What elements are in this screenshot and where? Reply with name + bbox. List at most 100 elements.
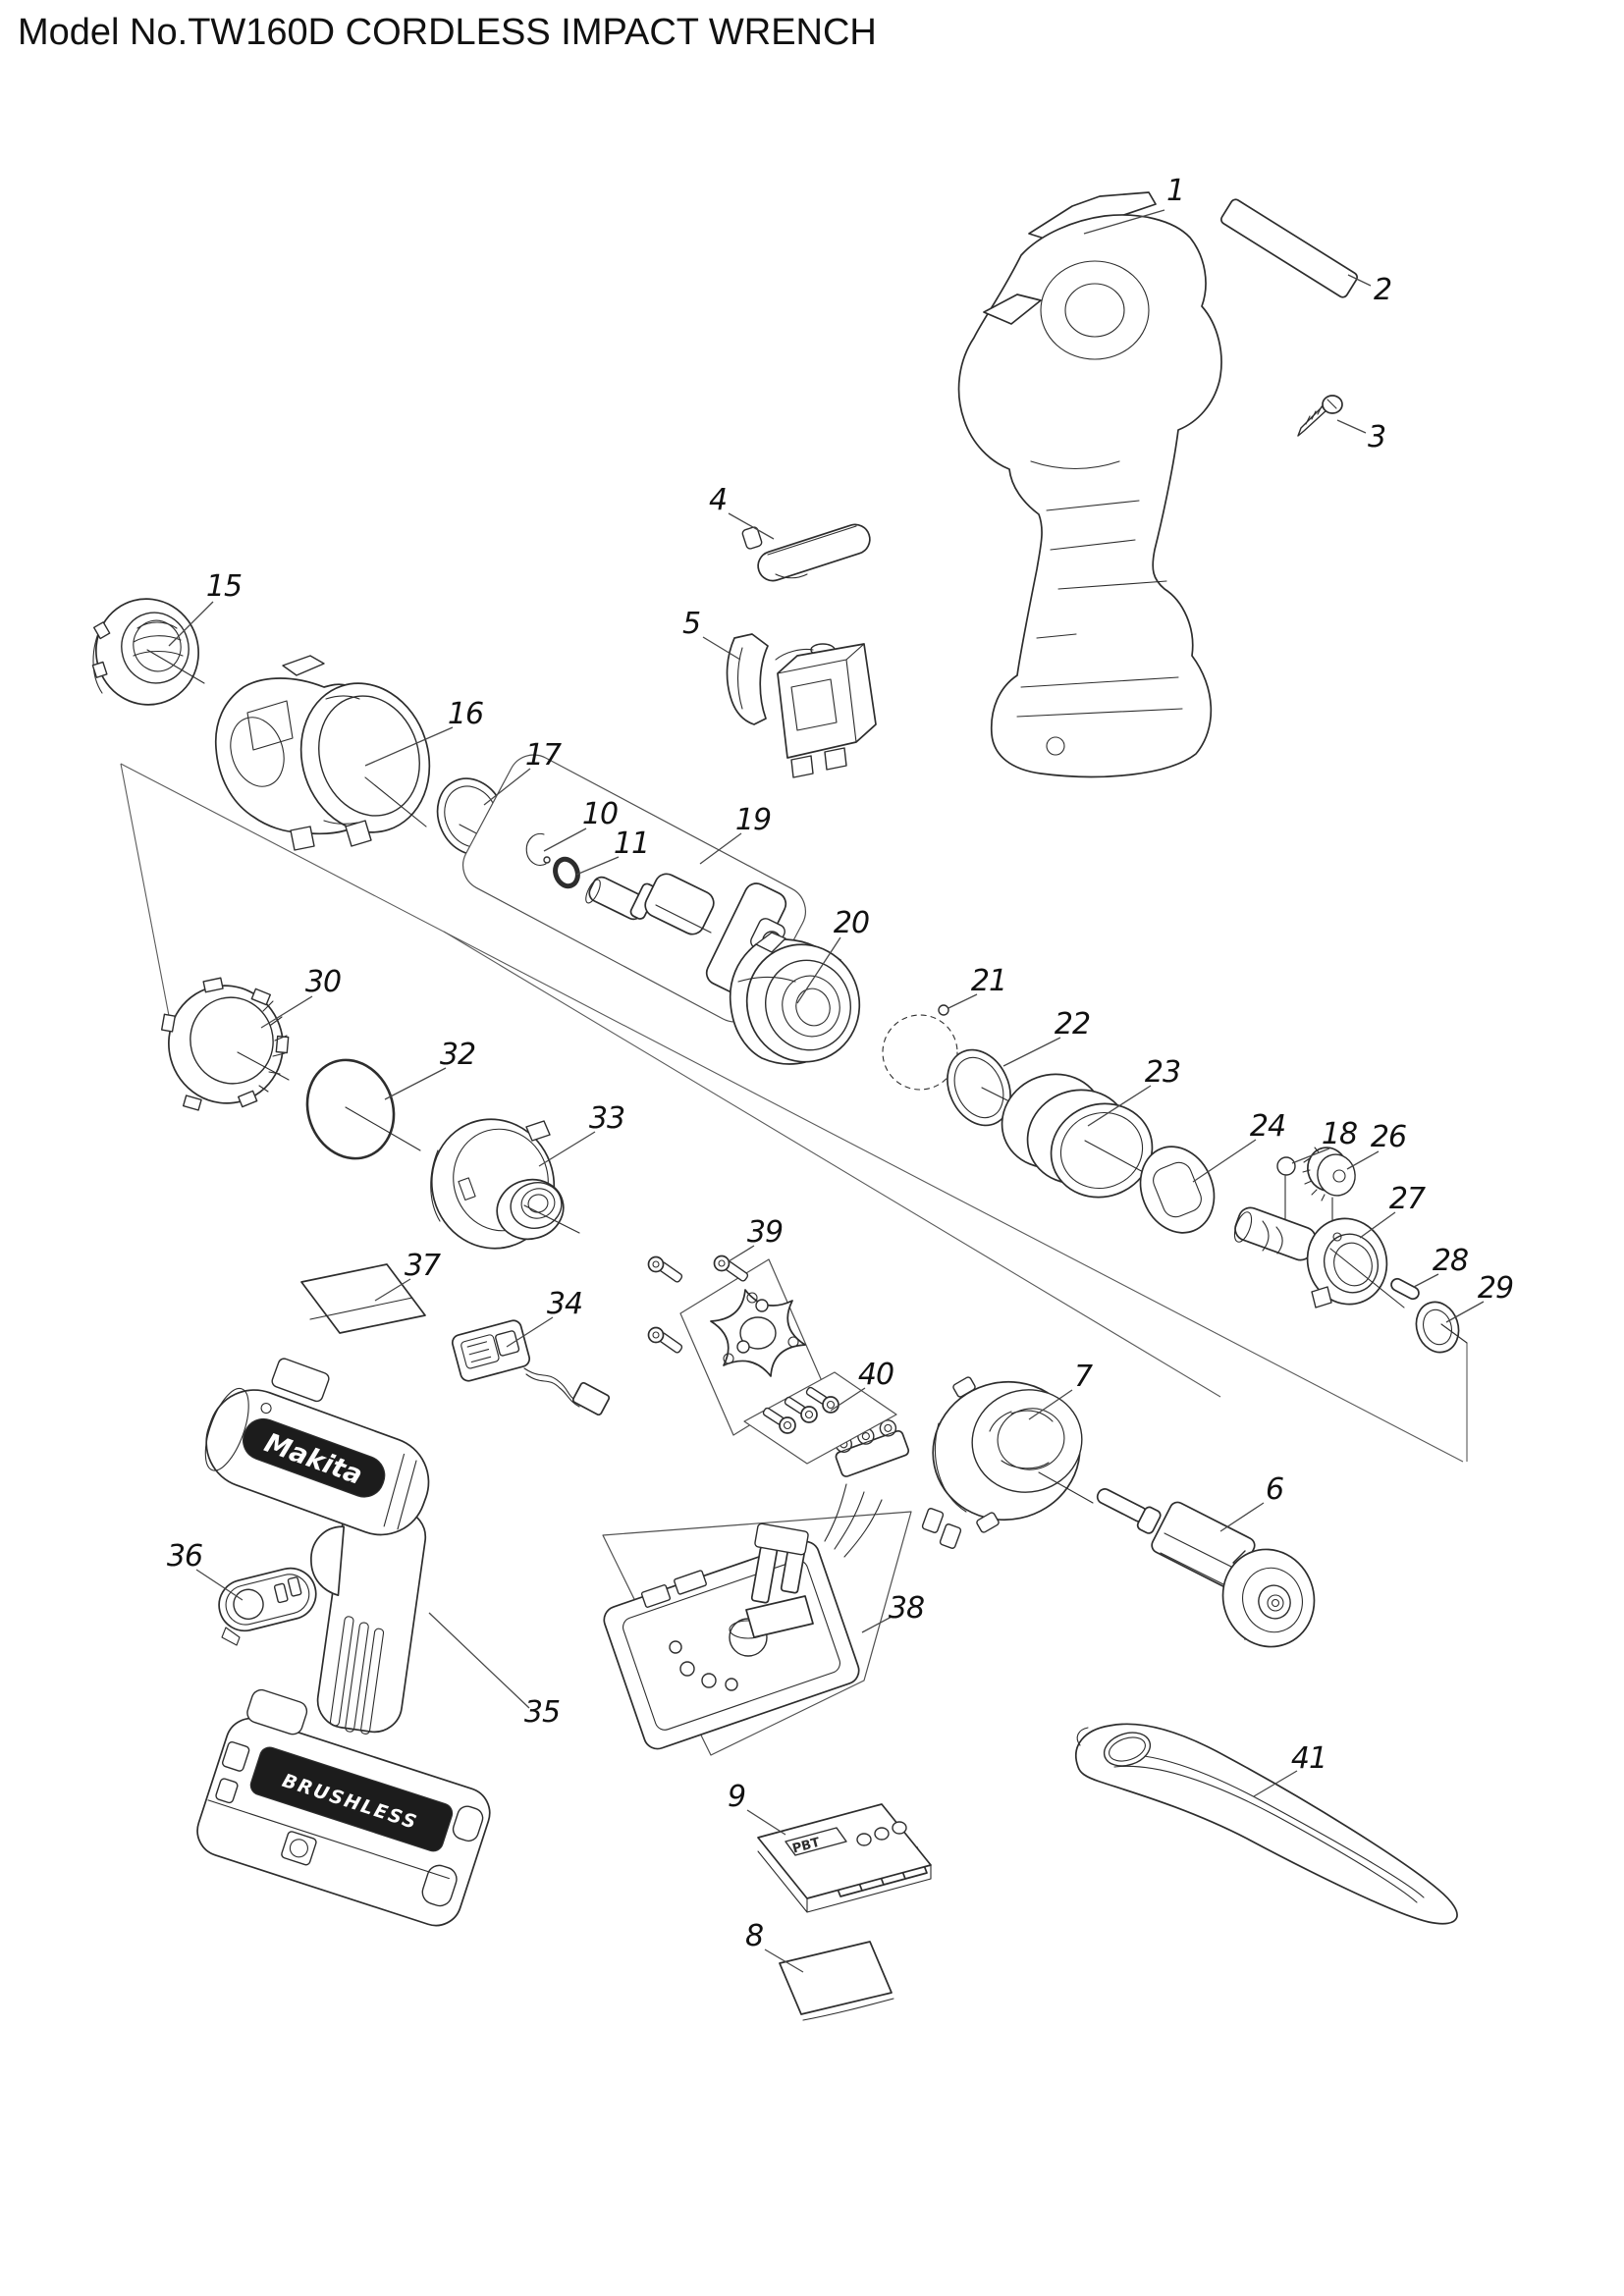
part-number-36: 36 — [166, 1538, 203, 1574]
part-20-hammer — [729, 932, 861, 1065]
part-number-10: 10 — [581, 796, 619, 831]
part-number-22: 22 — [1054, 1006, 1091, 1041]
part-30-lock-nut-ring — [160, 977, 290, 1111]
part-29-flat-washer — [1415, 1301, 1468, 1354]
leader-line-36 — [195, 1569, 244, 1601]
leader-line-41 — [1253, 1770, 1298, 1797]
part-number-9: 9 — [727, 1779, 746, 1814]
part-number-35: 35 — [523, 1694, 561, 1730]
part-number-8: 8 — [744, 1918, 764, 1953]
part-34-led-circuit — [451, 1319, 611, 1416]
part-number-29: 29 — [1477, 1270, 1514, 1306]
part-number-2: 2 — [1373, 272, 1392, 307]
part-number-5: 5 — [681, 606, 701, 641]
part-number-6: 6 — [1265, 1471, 1284, 1507]
leader-line-32 — [384, 1067, 447, 1100]
part-number-27: 27 — [1388, 1181, 1426, 1216]
leader-line-3 — [1336, 419, 1367, 434]
part-40-terminal-screws — [743, 1371, 897, 1465]
part-number-32: 32 — [439, 1037, 476, 1072]
leader-line-21 — [947, 993, 978, 1009]
leader-line-20 — [796, 936, 841, 1004]
part-33-bearing-retainer — [430, 1118, 580, 1250]
leader-line-22 — [1002, 1037, 1061, 1067]
part-21-steel-ball — [882, 1004, 958, 1091]
part-number-23: 23 — [1144, 1054, 1181, 1090]
part-9-terminal-block: PBT — [757, 1803, 932, 1913]
leader-line-39 — [728, 1245, 755, 1262]
pbt-marking-text: PBT — [790, 1836, 821, 1857]
part-number-1: 1 — [1165, 173, 1185, 208]
part-36-switch-cover — [218, 1567, 317, 1646]
part-number-18: 18 — [1321, 1116, 1358, 1151]
part-number-19: 19 — [734, 802, 772, 837]
part-27-spindle — [1233, 1206, 1405, 1308]
leader-line-38 — [861, 1616, 893, 1633]
part-32-o-ring — [305, 1058, 421, 1160]
part-6-rotor — [1096, 1488, 1316, 1648]
part-number-15: 15 — [205, 568, 243, 604]
leader-line-34 — [506, 1316, 554, 1348]
part-number-41: 41 — [1290, 1740, 1327, 1776]
leader-line-23 — [1087, 1085, 1152, 1127]
part-3-tapping-screw — [1297, 395, 1343, 437]
leader-line-28 — [1413, 1273, 1439, 1288]
part-38-controller — [602, 1419, 912, 1756]
part-41-hand-strap — [1075, 1723, 1458, 1925]
part-number-16: 16 — [447, 696, 484, 731]
part-24-cam-washer — [1139, 1146, 1216, 1234]
leader-line-35 — [428, 1612, 530, 1709]
part-8-insulation-sheet — [779, 1941, 894, 2021]
part-23-compression-spring — [1001, 1073, 1154, 1199]
part-number-26: 26 — [1370, 1119, 1407, 1154]
part-18-steel-ball — [1276, 1156, 1296, 1221]
leader-line-27 — [1359, 1211, 1396, 1239]
leader-line-19 — [699, 832, 742, 865]
part-number-33: 33 — [588, 1100, 625, 1136]
part-number-17: 17 — [524, 737, 562, 773]
part-1-housing-half — [957, 191, 1222, 778]
part-15-ring-nut — [91, 598, 205, 706]
part-10-retaining-ring — [525, 832, 547, 866]
leader-line-8 — [764, 1949, 804, 1973]
leader-line-6 — [1219, 1502, 1265, 1532]
part-5-switch — [726, 633, 877, 778]
part-7-stator — [921, 1376, 1094, 1549]
leader-line-17 — [483, 768, 531, 806]
part-2-name-plate — [1220, 198, 1358, 298]
part-number-39: 39 — [746, 1214, 784, 1250]
part-number-24: 24 — [1249, 1108, 1286, 1144]
construction-lines — [120, 763, 1468, 1463]
leader-lines-layer — [168, 209, 1485, 1973]
leader-line-4 — [728, 512, 775, 540]
leader-line-5 — [702, 636, 741, 661]
leader-line-9 — [746, 1809, 786, 1836]
part-number-34: 34 — [546, 1286, 583, 1321]
part-11-o-ring — [553, 856, 580, 889]
leader-line-29 — [1445, 1301, 1485, 1323]
part-22-washer — [947, 1048, 1014, 1127]
part-35-housing-set: Makita BRUSHLESS — [196, 1358, 491, 1927]
part-number-37: 37 — [404, 1248, 441, 1283]
leader-line-30 — [260, 995, 313, 1029]
page-title: Model No.TW160D CORDLESS IMPACT WRENCH — [18, 12, 877, 53]
part-number-7: 7 — [1073, 1359, 1093, 1394]
leader-line-10 — [543, 828, 587, 852]
part-number-4: 4 — [708, 482, 728, 517]
fuse-connector — [745, 1522, 814, 1638]
leader-line-24 — [1192, 1139, 1257, 1183]
leader-line-37 — [374, 1278, 411, 1302]
motor-lead-terminals — [835, 1419, 910, 1477]
leader-line-2 — [1347, 274, 1372, 287]
part-4-forward-reverse-lever — [741, 523, 871, 582]
terminal-screw — [762, 1407, 796, 1434]
leader-line-7 — [1028, 1389, 1073, 1420]
terminal-screw — [784, 1396, 818, 1423]
pan-head-screw — [647, 1326, 683, 1354]
leader-line-18 — [1291, 1148, 1330, 1164]
part-number-3: 3 — [1367, 419, 1386, 454]
part-37-caution-label — [300, 1263, 426, 1334]
leader-line-16 — [364, 726, 454, 767]
part-26-pinion-gear — [1302, 1147, 1356, 1232]
